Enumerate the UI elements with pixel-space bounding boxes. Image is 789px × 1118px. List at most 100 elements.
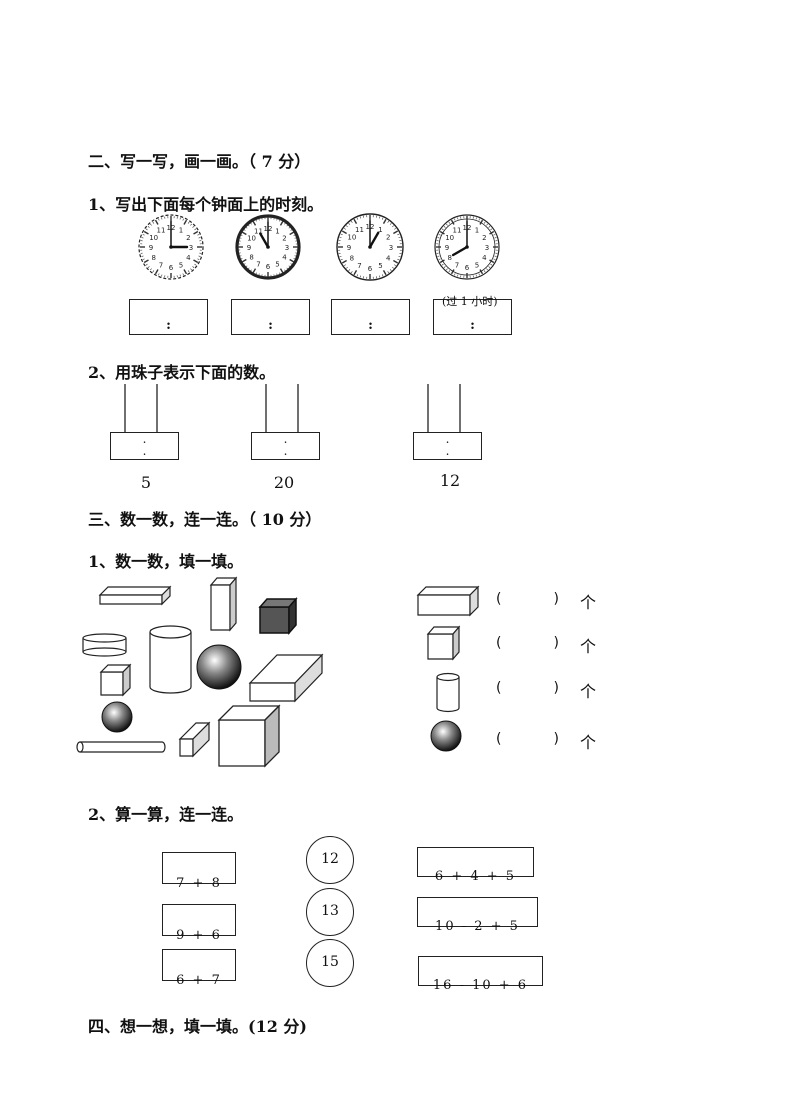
clock-tick bbox=[141, 237, 144, 239]
clock-tick bbox=[438, 234, 441, 236]
clock-tick bbox=[443, 226, 446, 228]
clock-tick bbox=[394, 264, 397, 267]
answer-circle-3[interactable]: 15 bbox=[306, 939, 354, 987]
clock-center bbox=[465, 245, 469, 249]
clock-tick bbox=[394, 227, 397, 230]
right-expr: 10 - 2 + 5 bbox=[435, 919, 520, 933]
clock-numeral: 1 bbox=[179, 227, 183, 235]
abacus-base-1: . . bbox=[110, 432, 179, 460]
clock-tick bbox=[179, 217, 181, 220]
cuboid-icon bbox=[209, 576, 238, 632]
clock-tick bbox=[341, 230, 347, 235]
clock-tick bbox=[439, 259, 445, 264]
left-expr: 7 + 8 bbox=[176, 876, 222, 890]
clock-tick bbox=[198, 237, 201, 239]
clock-tick bbox=[479, 219, 484, 225]
clock-tick bbox=[359, 216, 362, 219]
left-expr-box-3[interactable]: 6 + 7 bbox=[162, 949, 236, 987]
question-compute-match: 2、算一算，连一连。 bbox=[88, 805, 244, 824]
clock-tick bbox=[245, 265, 248, 268]
clock-numeral: 11 bbox=[157, 227, 166, 235]
sphere-icon bbox=[101, 701, 133, 733]
clock-tick bbox=[389, 269, 392, 271]
clock-center bbox=[266, 245, 270, 249]
right-expr-box-1[interactable]: 6 + 4 + 5 bbox=[417, 847, 534, 883]
count-blank-2[interactable]: () bbox=[496, 635, 559, 651]
clock-tick bbox=[289, 231, 295, 236]
clock-tick bbox=[183, 219, 188, 225]
clock-tick bbox=[392, 266, 394, 269]
clock-numeral: 6 bbox=[465, 264, 470, 272]
clock-numeral: 11 bbox=[355, 226, 364, 234]
clock-tick bbox=[356, 274, 359, 277]
time-answer-box-1[interactable]: : bbox=[129, 299, 208, 335]
clock-tick bbox=[279, 220, 284, 226]
clock-tick bbox=[197, 234, 200, 236]
sphere-icon bbox=[196, 644, 242, 690]
paren-open: ( bbox=[496, 635, 502, 651]
answer-circle-1[interactable]: 12 bbox=[306, 836, 354, 884]
cuboid-icon bbox=[98, 585, 172, 606]
question-count-shapes: 1、数一数，填一填。 bbox=[88, 552, 244, 571]
clock-tick bbox=[353, 270, 358, 276]
clock-tick bbox=[179, 274, 181, 277]
clock-tick bbox=[190, 268, 192, 271]
clock-numeral: 9 bbox=[445, 244, 449, 252]
clock-tick bbox=[356, 217, 359, 220]
question-beads: 2、用珠子表示下面的数。 bbox=[88, 363, 276, 382]
clock-tick bbox=[143, 259, 149, 264]
unit-ge: 个 bbox=[580, 637, 597, 656]
clock-numeral: 6 bbox=[266, 263, 271, 271]
clock-numeral: 2 bbox=[282, 235, 286, 243]
right-expr-box-3[interactable]: 16 - 10 + 6 bbox=[418, 956, 543, 992]
clock-tick bbox=[252, 268, 257, 274]
clock-numeral: 5 bbox=[179, 261, 183, 269]
sphere-icon bbox=[430, 720, 462, 752]
clock-tick bbox=[193, 259, 199, 264]
cylinder-icon bbox=[82, 633, 127, 657]
answer-circle-2[interactable]: 13 bbox=[306, 888, 354, 936]
bead-number-2: 20 bbox=[273, 473, 295, 492]
count-blank-4[interactable]: () bbox=[496, 731, 559, 747]
clock-tick bbox=[488, 266, 491, 268]
clock-tick bbox=[294, 255, 297, 257]
paren-close: ) bbox=[553, 635, 559, 651]
clock-numeral: 8 bbox=[249, 254, 253, 262]
left-expr-box-1[interactable]: 7 + 8 bbox=[162, 852, 236, 890]
right-expr-box-2[interactable]: 10 - 2 + 5 bbox=[417, 897, 538, 933]
clock-numeral: 3 bbox=[389, 244, 393, 252]
hour-hand bbox=[451, 245, 469, 257]
clock-numeral: 7 bbox=[159, 261, 163, 269]
clock-tick bbox=[393, 230, 399, 235]
unit-ge: 个 bbox=[580, 682, 597, 701]
clock-tick bbox=[446, 223, 448, 226]
clock-numeral: 7 bbox=[256, 260, 260, 268]
clock-tick bbox=[161, 217, 163, 220]
time-answer-box-4[interactable]: : bbox=[433, 299, 512, 335]
clock-tick bbox=[448, 221, 451, 224]
clock-tick bbox=[197, 258, 200, 260]
clock-tick bbox=[240, 234, 243, 236]
time-colon: : bbox=[470, 318, 475, 333]
clock-tick bbox=[381, 274, 384, 277]
count-blank-3[interactable]: () bbox=[496, 680, 559, 696]
clock-numeral: 1 bbox=[275, 228, 279, 236]
clock-tick bbox=[161, 274, 163, 277]
clock-numeral: 4 bbox=[186, 254, 191, 262]
clock-tick bbox=[494, 255, 497, 257]
clock-tick bbox=[193, 230, 199, 235]
time-answer-box-3[interactable]: : bbox=[331, 299, 410, 335]
abacus-base-3: . . bbox=[413, 432, 482, 460]
left-expr: 6 + 7 bbox=[176, 973, 222, 987]
abacus-base-2: . . bbox=[251, 432, 320, 460]
left-expr-box-2[interactable]: 9 + 6 bbox=[162, 904, 236, 942]
count-blank-1[interactable]: () bbox=[496, 591, 559, 607]
clock-numeral: 5 bbox=[275, 260, 279, 268]
clock-tick bbox=[241, 231, 247, 236]
clock-tick bbox=[289, 258, 295, 263]
clock-tick bbox=[392, 225, 394, 228]
time-answer-box-2[interactable]: : bbox=[231, 299, 310, 335]
clock-tick bbox=[145, 228, 148, 231]
